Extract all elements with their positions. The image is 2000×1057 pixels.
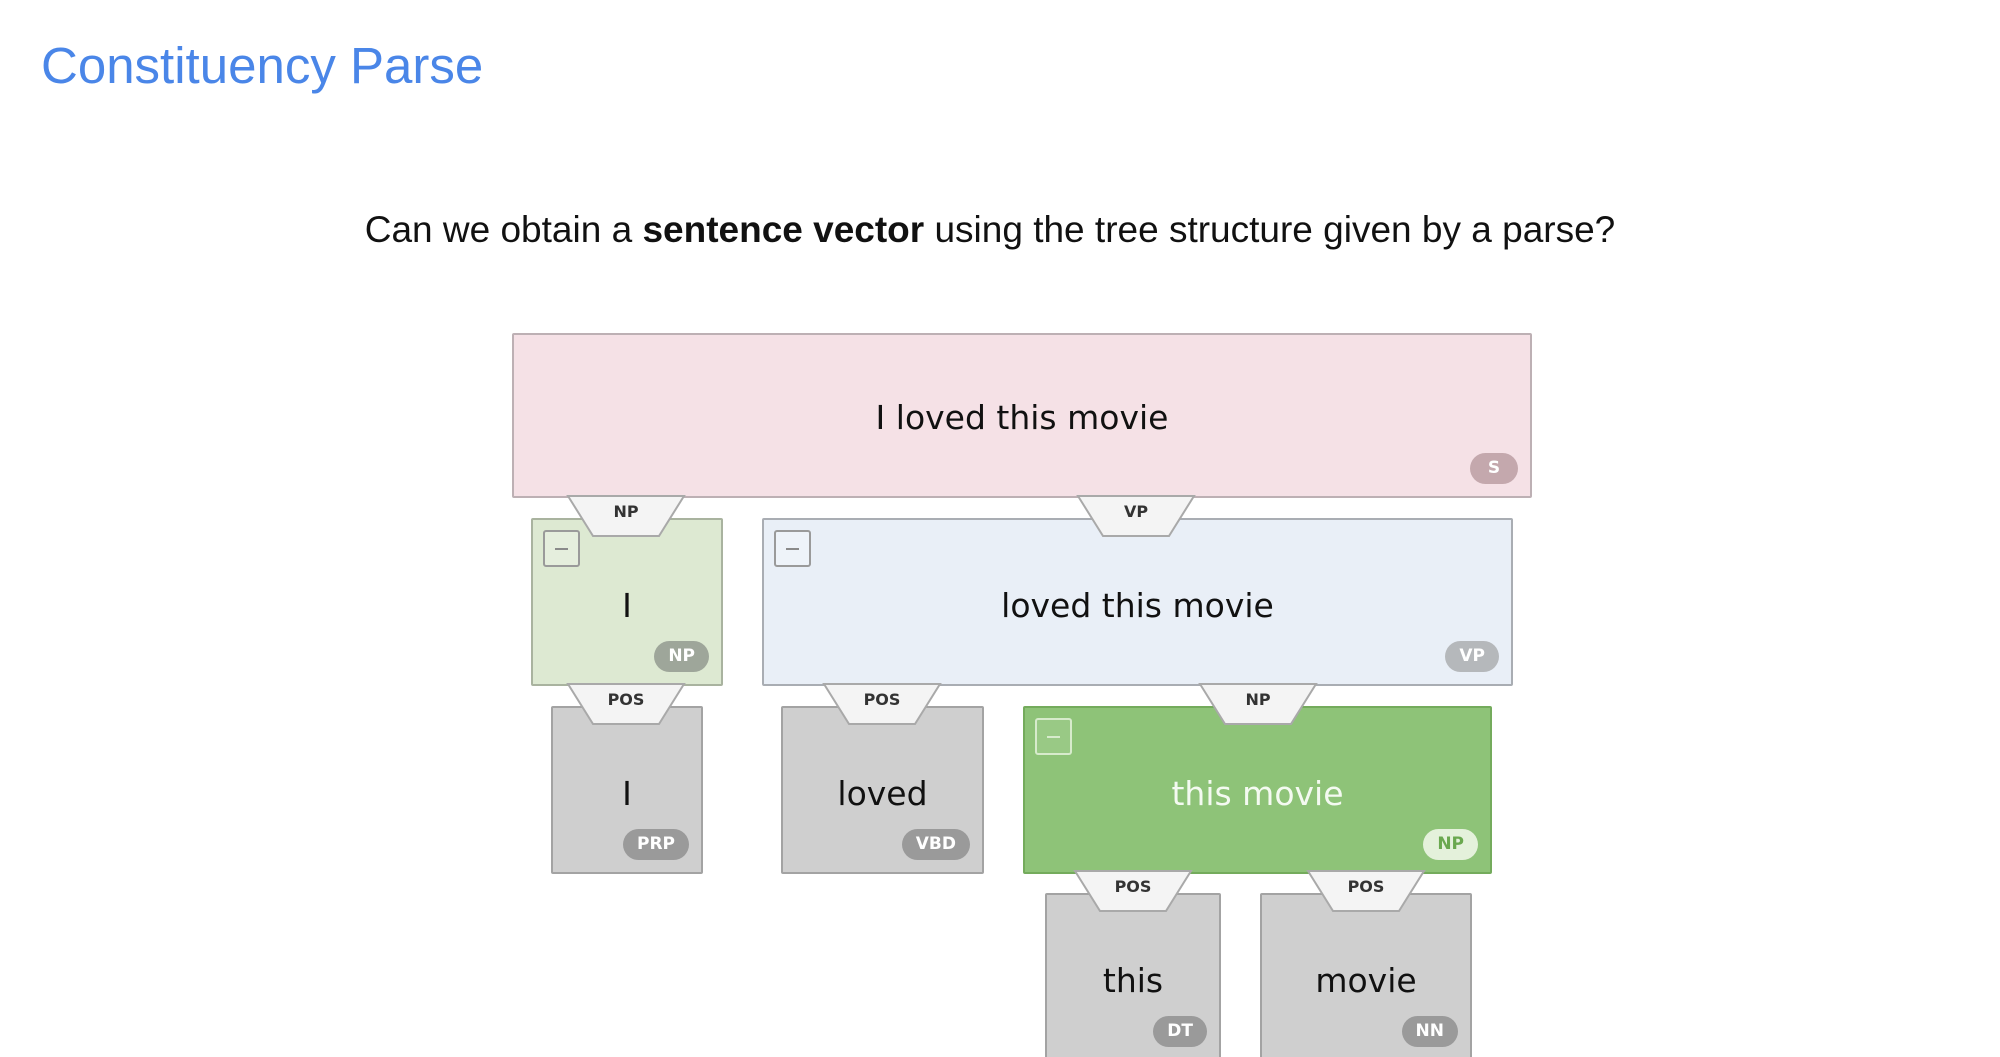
edge-vp: VP [1076,495,1196,538]
edge-label: POS [863,690,901,709]
tree-node-s[interactable]: I loved this movie S [512,333,1532,498]
edge-label: NP [1245,690,1271,709]
edge-shape [566,495,686,537]
question-part-2: using the tree structure given by a pars… [924,209,1616,250]
collapse-icon[interactable] [774,530,811,567]
edge-shape [1306,870,1426,912]
node-text: loved this movie [1001,586,1274,625]
edge-label: POS [607,690,645,709]
tree-node-vp[interactable]: loved this movie VP [762,518,1513,686]
collapse-icon[interactable] [1035,718,1072,755]
node-text: I [622,774,632,813]
edge-label: POS [1114,877,1152,896]
node-tag: VP [1445,641,1499,672]
tree-node-np-i[interactable]: I NP [531,518,723,686]
edge-shape [822,683,942,725]
edge-label: NP [613,502,639,521]
node-text: I [622,586,632,625]
node-tag: DT [1153,1016,1207,1047]
tree-leaf-dt[interactable]: this DT [1045,893,1221,1057]
tree-node-np-this-movie[interactable]: this movie NP [1023,706,1492,874]
node-text: loved [837,774,928,813]
page-title: Constituency Parse [41,37,484,94]
question-bold: sentence vector [642,209,925,250]
node-text: this movie [1171,774,1344,813]
node-tag: NP [1423,829,1478,860]
tree-leaf-vbd[interactable]: loved VBD [781,706,984,874]
edge-prp: POS [566,683,686,726]
node-text: movie [1315,961,1417,1000]
edge-shape [566,683,686,725]
node-tag: NN [1401,1016,1458,1047]
tree-leaf-nn[interactable]: movie NN [1260,893,1472,1057]
node-tag: PRP [622,829,689,860]
tree-leaf-prp[interactable]: I PRP [551,706,703,874]
edge-nn: POS [1306,870,1426,913]
edge-vbd: POS [822,683,942,726]
edge-label: VP [1123,502,1149,521]
collapse-icon[interactable] [543,530,580,567]
node-text: this [1102,961,1164,1000]
edge-np-this-movie: NP [1198,683,1318,726]
node-tag: VBD [901,829,970,860]
node-text: I loved this movie [875,398,1169,437]
node-tag: S [1470,453,1518,484]
question-text: Can we obtain a sentence vector using th… [0,209,1980,251]
node-tag: NP [654,641,709,672]
edge-label: POS [1347,877,1385,896]
edge-shape [1198,683,1318,725]
edge-shape [1076,495,1196,537]
edge-shape [1073,870,1193,912]
edge-np-i: NP [566,495,686,538]
edge-dt: POS [1073,870,1193,913]
question-part-1: Can we obtain a [364,209,643,250]
